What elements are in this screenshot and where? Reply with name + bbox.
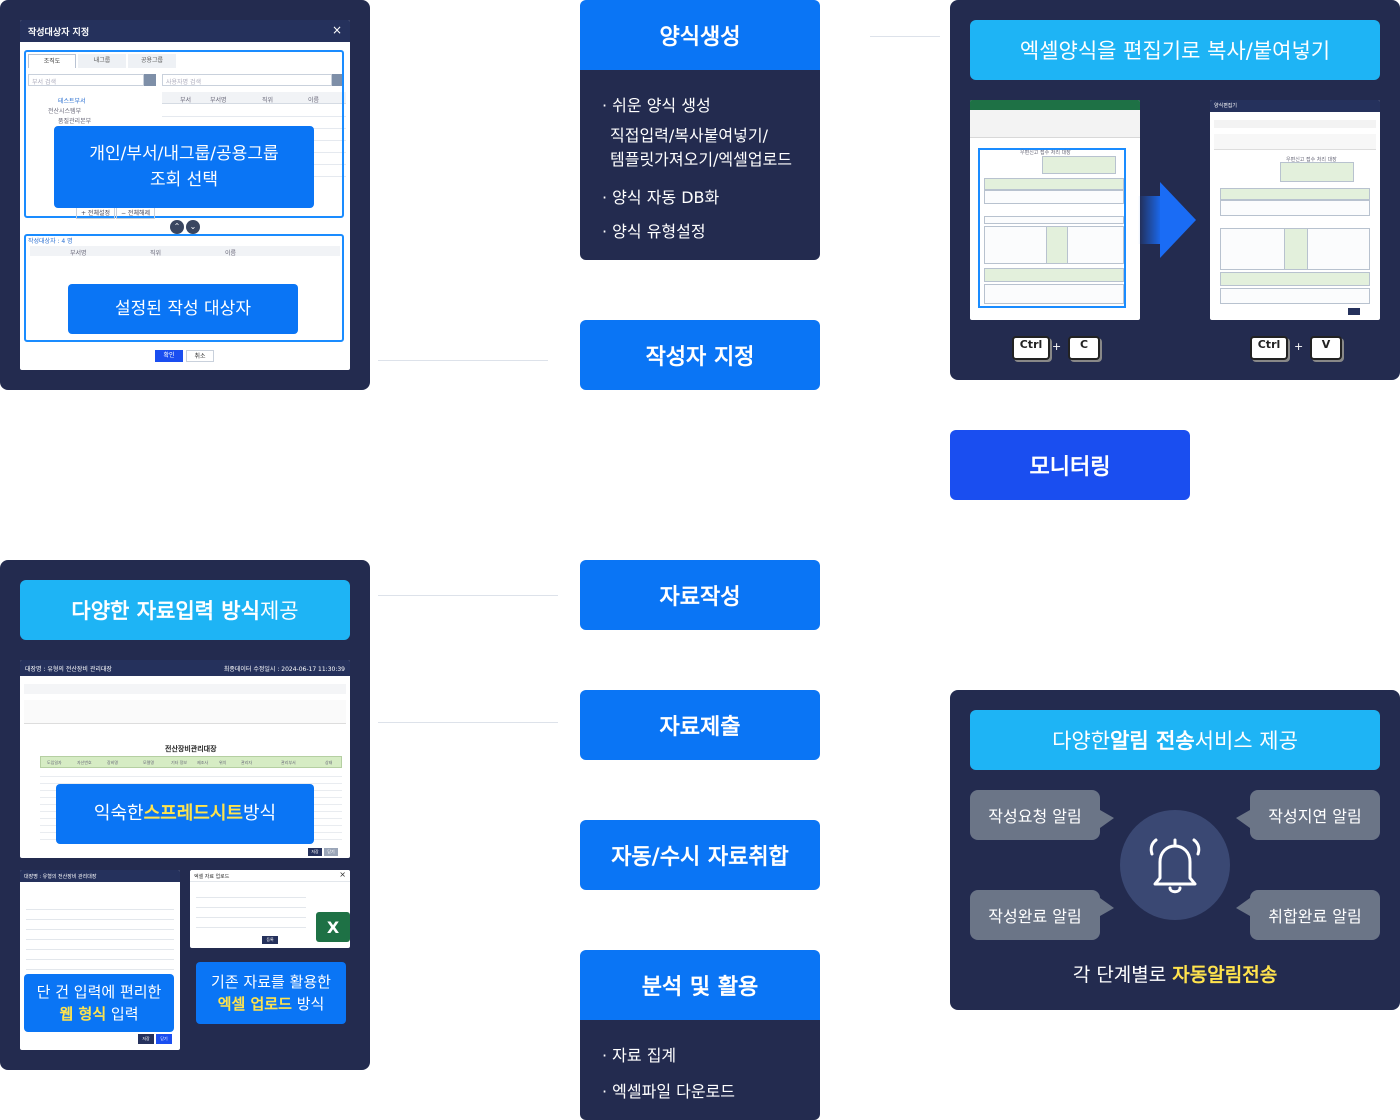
bullet-item: · 양식 자동 DB화	[602, 188, 720, 207]
upload-screenshot: 엑셀 자료 업로드 × 등록	[190, 870, 350, 948]
excel-panel-title: 엑셀양식을 편집기로 복사/붙여넣기	[970, 20, 1380, 80]
editor-titlebar: 양식편집기	[1210, 100, 1380, 112]
connector-line	[378, 722, 558, 723]
bell-icon	[1120, 810, 1230, 920]
search-icon[interactable]	[332, 74, 344, 86]
input-panel: 다양한 자료입력 방식 제공 대장명 : 유형의 전산장비 관리대장 최종데이터…	[0, 560, 370, 1070]
step-monitoring: 모니터링	[950, 430, 1190, 500]
v-key-icon: V	[1310, 336, 1342, 360]
arrow-right-icon	[1160, 182, 1196, 258]
close-icon[interactable]: ×	[339, 870, 346, 879]
input-panel-title: 다양한 자료입력 방식 제공	[20, 580, 350, 640]
move-down-icon[interactable]: ⌄	[186, 220, 200, 234]
save-button[interactable]: 저장	[138, 1034, 154, 1044]
step-analysis-body: · 자료 집계 · 엑셀파일 다운로드	[580, 1020, 820, 1120]
step-data-write: 자료작성	[580, 560, 820, 630]
callout-excel-upload: 기존 자료를 활용한 엑셀 업로드 방식	[196, 962, 346, 1024]
bullet-item: · 양식 유형설정	[602, 222, 706, 241]
plus-sign: +	[1052, 340, 1062, 353]
alert-panel-title: 다양한 알림 전송 서비스 제공	[970, 710, 1380, 770]
alert-footer: 각 단계별로 자동알림전송	[1072, 964, 1278, 986]
dialog-titlebar: 작성대상자 지정 ×	[20, 20, 350, 42]
pill-pointer	[1236, 898, 1250, 916]
move-up-icon[interactable]: ⌃	[170, 220, 184, 234]
table-header: 부서명 직위 이름	[30, 246, 340, 257]
tab-my-group[interactable]: 내그룹	[78, 54, 126, 68]
pill-pointer	[1100, 898, 1114, 916]
excel-ribbon	[970, 110, 1140, 138]
copied-range: 우편신고 접수 처리 대장	[978, 148, 1126, 308]
cancel-button[interactable]: 취소	[186, 350, 214, 362]
bullet-item: · 쉬운 양식 생성	[602, 96, 711, 115]
c-key-icon: C	[1068, 336, 1100, 360]
callout-select: 개인/부서/내그룹/공용그룹 조회 선택	[54, 126, 314, 208]
callout-assigned: 설정된 작성 대상자	[68, 284, 298, 334]
tree-item[interactable]: 품질관리본부	[58, 118, 92, 125]
connector-line	[870, 36, 940, 37]
step-form-create: 양식생성	[580, 0, 820, 70]
table-header: 부서 부서명 직위 이름	[162, 92, 346, 104]
excel-screenshot: 우편신고 접수 처리 대장	[970, 100, 1140, 320]
step-author-assign: 작성자 지정	[580, 320, 820, 390]
bullet-item: · 자료 집계	[602, 1046, 677, 1065]
assign-panel: 작성대상자 지정 × 조직도 내그룹 공용그룹 부서 검색 사용자명 검색 테스…	[0, 0, 370, 390]
step-analysis: 분석 및 활용	[580, 950, 820, 1020]
connector-line	[378, 595, 558, 596]
arrow-tail	[1138, 196, 1162, 244]
tab-org[interactable]: 조직도	[28, 54, 76, 68]
alert-item: 작성요청 알림	[970, 790, 1100, 840]
step-form-create-body: · 쉬운 양식 생성 직접입력/복사붙여넣기/ 템플릿가져오기/엑셀업로드 · …	[580, 70, 820, 260]
confirm-button[interactable]: 확인	[155, 350, 183, 362]
tree-item[interactable]: 테스트부서	[58, 98, 86, 105]
alert-item: 작성완료 알림	[970, 890, 1100, 940]
close-button[interactable]: 닫기	[324, 848, 338, 856]
bullet-sub: 직접입력/복사붙여넣기/ 템플릿가져오기/엑셀업로드	[610, 126, 793, 169]
pill-pointer	[1100, 810, 1114, 828]
dept-search-input[interactable]: 부서 검색	[28, 74, 144, 86]
upper-highlight	[24, 50, 344, 218]
search-icon[interactable]	[144, 74, 156, 86]
alert-panel: 다양한 알림 전송 서비스 제공 작성요청 알림 작성지연 알림 작성완료 알림…	[950, 690, 1400, 1010]
ctrl-key-icon: Ctrl	[1250, 336, 1288, 360]
close-icon[interactable]: ×	[331, 23, 342, 37]
pill-pointer	[1236, 810, 1250, 828]
org-tree: 테스트부서 전산시스템부 품질관리본부	[28, 92, 156, 202]
editor-screenshot: 양식편집기 우편신고 접수 처리 대장	[1210, 100, 1380, 320]
excel-icon: X	[316, 912, 350, 942]
sheet-header: 대장명 : 유형의 전산장비 관리대장 최종데이터 수정일시 : 2024-06…	[20, 660, 350, 676]
sheet-column-header: 도입일자 자산번호 장비명 모델명 기타 정보 제조사 위치 관리자 관리부서 …	[40, 756, 342, 768]
sheet-toolbar	[24, 700, 346, 724]
upload-button[interactable]: 등록	[262, 936, 278, 944]
close-button[interactable]: 닫기	[156, 1034, 172, 1044]
step-data-submit: 자료제출	[580, 690, 820, 760]
plus-sign: +	[1294, 340, 1304, 353]
alert-item: 취합완료 알림	[1250, 890, 1380, 940]
dialog-title: 작성대상자 지정	[28, 28, 90, 38]
callout-web-form: 단 건 입력에 편리한 웹 형식 입력	[24, 974, 174, 1032]
callout-spreadsheet: 익숙한 스프레드시트 방식	[56, 784, 314, 844]
step-data-collect: 자동/수시 자료취합	[580, 820, 820, 890]
tree-item[interactable]: 전산시스템부	[48, 108, 82, 115]
lower-highlight: 작성대상자 : 4 명 부서명 직위 이름	[24, 234, 344, 342]
tab-public-group[interactable]: 공용그룹	[128, 54, 176, 68]
connector-line	[378, 360, 548, 361]
excel-titlebar	[970, 100, 1140, 110]
ctrl-key-icon: Ctrl	[1012, 336, 1050, 360]
user-search-input[interactable]: 사용자명 검색	[162, 74, 332, 86]
alert-item: 작성지연 알림	[1250, 790, 1380, 840]
save-button[interactable]: 저장	[308, 848, 322, 856]
sheet-title: 전산장비관리대장	[165, 745, 217, 753]
excel-panel: 엑셀양식을 편집기로 복사/붙여넣기 우편신고 접수 처리 대장 양식편집기 우…	[950, 0, 1400, 380]
assigned-count: 작성대상자 : 4 명	[28, 238, 73, 245]
bullet-item: · 엑셀파일 다운로드	[602, 1082, 736, 1101]
